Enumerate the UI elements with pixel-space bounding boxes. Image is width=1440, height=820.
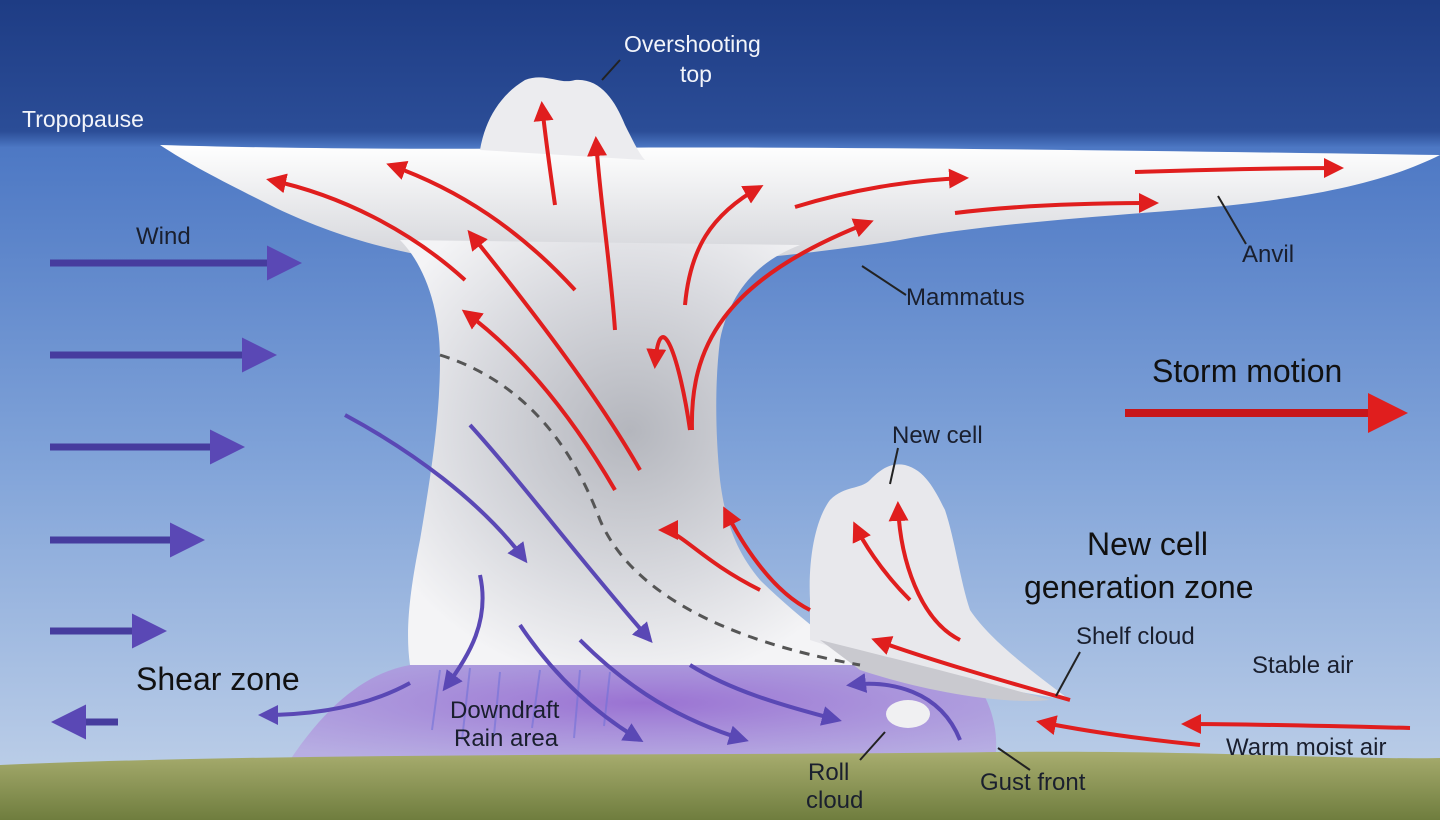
updraft-arrows [266,101,1411,747]
label-shear-zone: Shear zone [136,661,300,697]
wind-arrows [50,245,302,740]
label-roll: Roll [808,759,849,786]
label-gust-front: Gust front [980,769,1086,796]
roll-cloud [886,700,930,728]
label-shelf-cloud: Shelf cloud [1076,623,1195,650]
label-new-cell-zone-1: New cell [1087,526,1208,562]
label-mammatus: Mammatus [906,284,1025,311]
downdraft-arrows [258,413,962,745]
label-tropopause: Tropopause [22,106,144,132]
label-warm-moist-air: Warm moist air [1226,734,1386,761]
label-stable-air: Stable air [1252,652,1353,679]
label-cloud: cloud [806,787,863,814]
label-rain-area: Rain area [454,725,559,752]
ground [0,751,1440,820]
label-overshooting-1: Overshooting [624,31,761,57]
leader-lines [601,59,1247,771]
label-downdraft: Downdraft [450,697,560,724]
label-new-cell-zone-2: generation zone [1024,569,1254,605]
label-storm-motion: Storm motion [1152,353,1342,389]
rain-area [290,665,997,760]
dashed-boundary [439,353,861,667]
label-wind: Wind [136,223,191,250]
shelf-cloud [820,640,1050,701]
label-overshooting-2: top [680,61,712,87]
rain-streaks [431,667,611,741]
label-anvil: Anvil [1242,241,1294,268]
label-new-cell: New cell [892,422,983,449]
